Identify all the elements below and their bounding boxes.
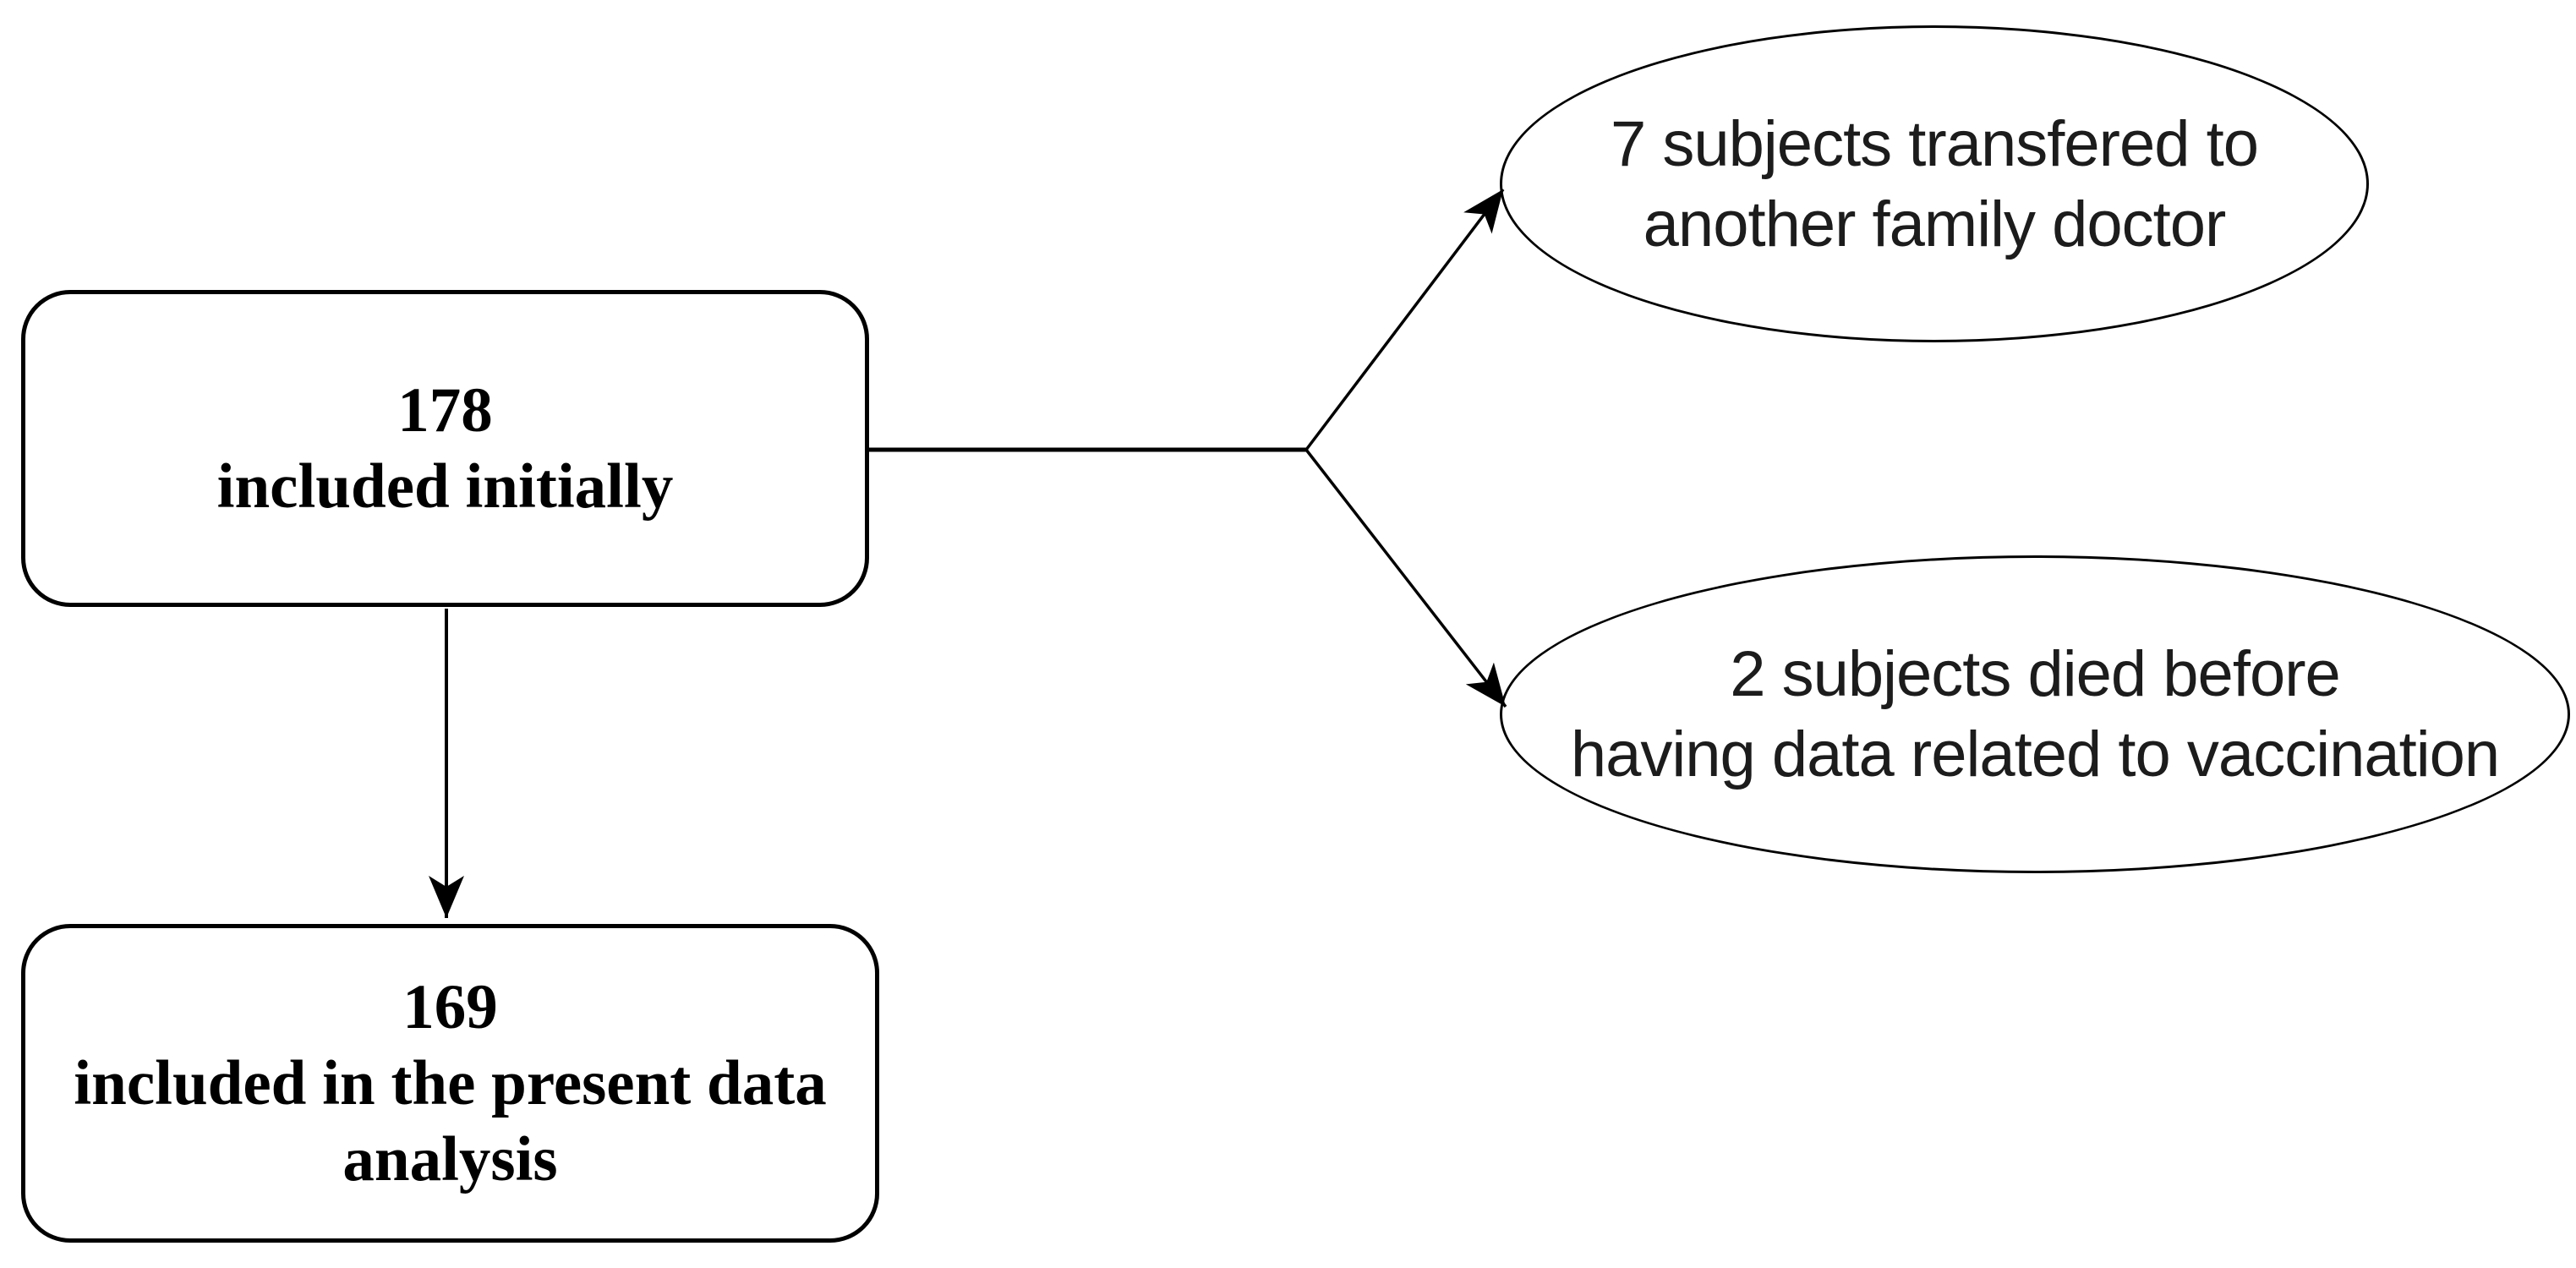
node-label-line-2: having data related to vaccination xyxy=(1570,719,2500,790)
flow-node-included-in-analysis: 169 included in the present data analysi… xyxy=(21,924,879,1243)
node-label-line-2: analysis xyxy=(342,1123,558,1194)
node-count: 178 xyxy=(397,374,493,445)
node-label-line-1: 2 subjects died before xyxy=(1730,638,2341,710)
arrow-initial-to-died xyxy=(1304,448,1507,708)
node-label-line-2: another family doctor xyxy=(1643,188,2227,260)
node-label-line-1: 7 subjects transfered to xyxy=(1611,107,2259,180)
node-count: 169 xyxy=(402,971,498,1042)
flow-node-included-initially: 178 included initially xyxy=(21,290,869,607)
node-label-line-1: included in the present data xyxy=(74,1047,827,1118)
node-label: included initially xyxy=(216,451,674,522)
arrow-initial-to-transferred xyxy=(1304,188,1505,451)
flow-node-died-subjects: 2 subjects died before having data relat… xyxy=(1500,555,2570,873)
flow-node-transferred-subjects: 7 subjects transfered to another family … xyxy=(1500,25,2369,342)
